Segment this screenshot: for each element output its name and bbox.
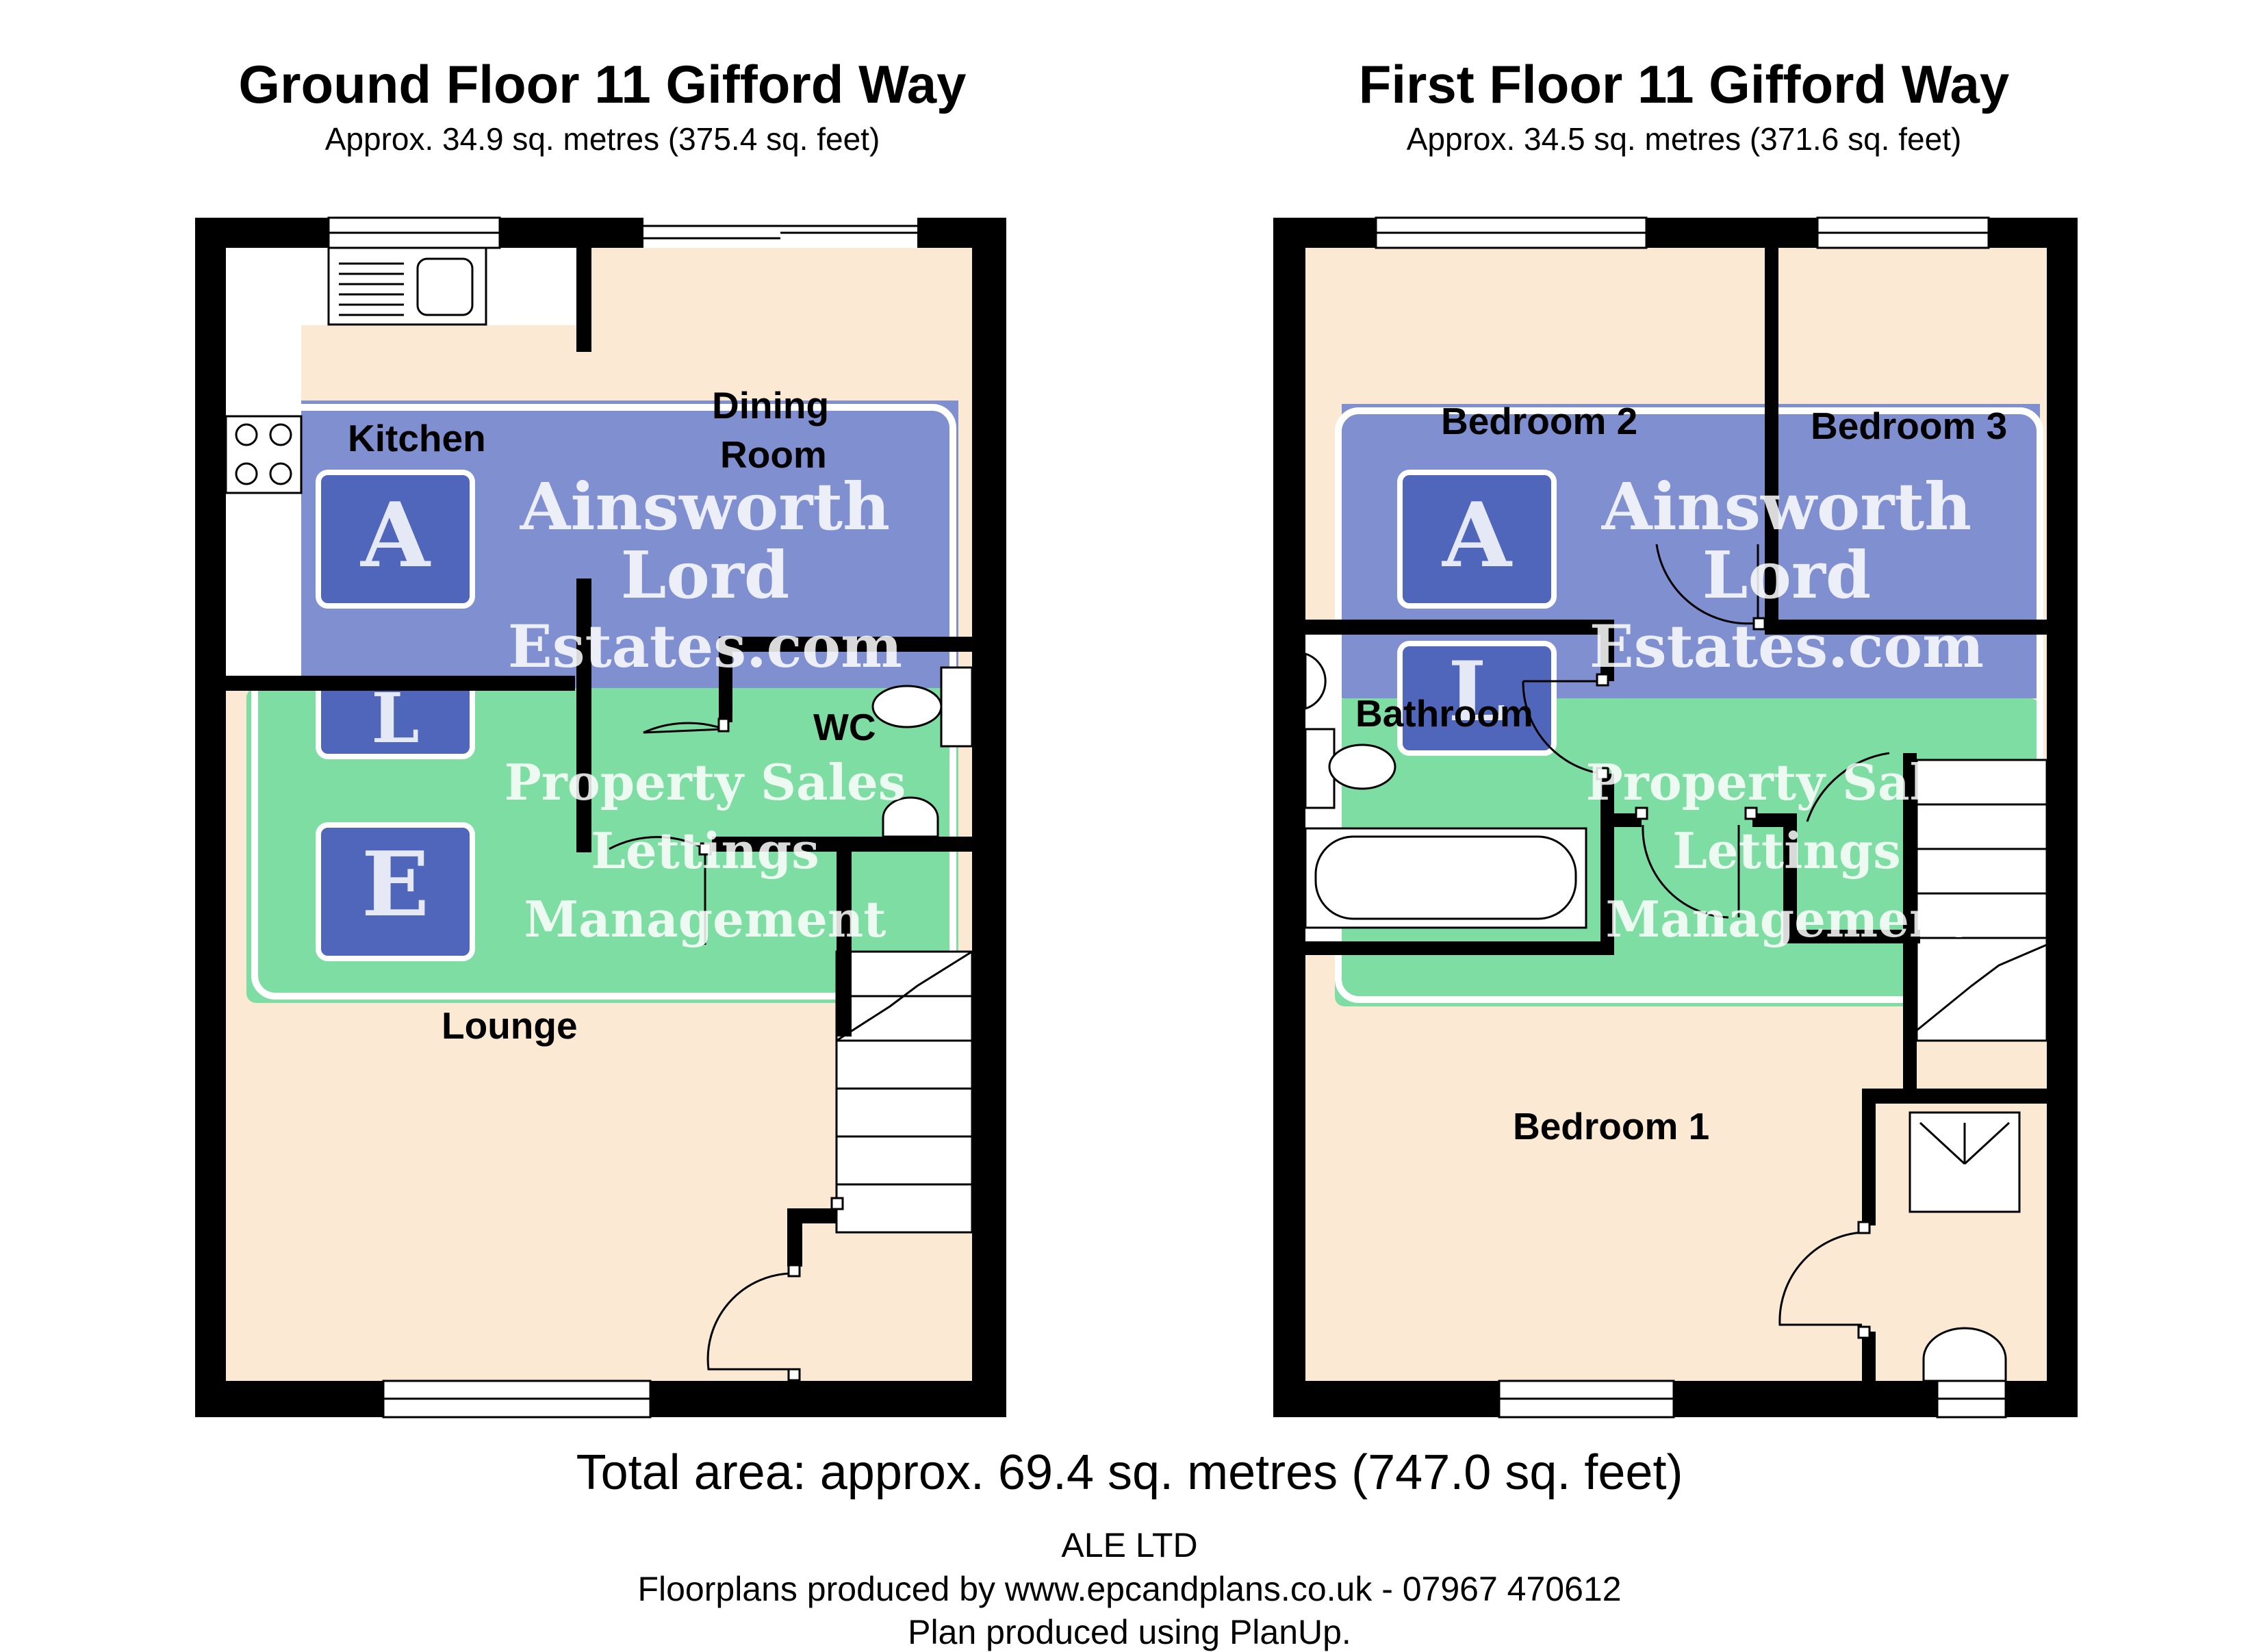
first-watermark-letter-a: A (1442, 483, 1511, 587)
ground-fixtures (225, 246, 973, 838)
first-badge-l (1397, 641, 1557, 756)
ground-outer-walls (195, 218, 1006, 1417)
room-label-dining-2: Room (720, 433, 827, 476)
first-watermark-name-3: Estates.com (1589, 613, 1984, 681)
first-floor-area: Approx. 34.5 sq. metres (371.6 sq. feet) (1406, 121, 1962, 157)
company-name: ALE LTD (1061, 1526, 1198, 1564)
ground-watermark-service-3: Management (524, 890, 886, 948)
kitchen-hob (225, 415, 303, 494)
first-floor-plan (1273, 216, 2078, 1419)
room-label-lounge: Lounge (442, 1004, 578, 1047)
wc-toilet (871, 685, 943, 728)
first-interior-walls (1305, 248, 2047, 1381)
first-badge-a (1397, 470, 1557, 609)
ground-watermark-name-1: Ainsworth (520, 469, 891, 545)
wc-cistern (940, 666, 973, 748)
ground-watermark-letter-e: E (361, 832, 430, 937)
ensuite-basin (1922, 1327, 2007, 1382)
software-credit: Plan produced using PlanUp. (908, 1613, 1351, 1651)
ground-watermark-name-2: Lord (620, 537, 790, 613)
ground-watermark-service-2: Lettings (591, 822, 819, 880)
ground-badge-a (316, 470, 475, 609)
first-watermark-frame (1335, 407, 2043, 1003)
ground-floor-area: Approx. 34.9 sq. metres (375.4 sq. feet) (324, 121, 880, 157)
bathtub-inner (1314, 835, 1577, 920)
first-floor-title: First Floor 11 Gifford Way (1358, 54, 2010, 114)
bathroom-toilet (1328, 744, 1396, 790)
first-windows (1375, 216, 2007, 1419)
first-watermark-service-3: Management (1605, 890, 1968, 948)
ground-interior-walls (226, 248, 972, 1267)
kitchen-sink-bowl (416, 257, 474, 316)
room-label-bedroom-3: Bedroom 3 (1811, 405, 2008, 447)
ground-floor-plan (195, 216, 1006, 1419)
ground-watermark-name-3: Estates.com (507, 613, 903, 681)
first-watermark-green (1335, 698, 2040, 1006)
ground-windows (327, 216, 917, 1419)
first-stairs (1915, 759, 2048, 1042)
kitchen-worktop (301, 325, 582, 401)
ground-stairs (835, 950, 973, 1234)
ground-floor-title: Ground Floor 11 Gifford Way (238, 54, 967, 114)
room-label-kitchen: Kitchen (348, 417, 486, 459)
first-watermark (1335, 404, 2043, 1006)
first-fixtures (1304, 652, 2021, 1382)
ground-watermark (246, 401, 958, 1003)
first-outer-walls (1273, 218, 2078, 1417)
first-watermark-name-2: Lord (1702, 537, 1872, 613)
wc-basin (882, 796, 939, 838)
ground-badge-e (316, 822, 475, 961)
room-label-dining-1: Dining (712, 384, 830, 427)
ground-watermark-service-1: Property Sales (504, 753, 906, 811)
room-label-bedroom-2: Bedroom 2 (1441, 400, 1638, 442)
room-label-bathroom: Bathroom (1355, 692, 1533, 735)
room-label-bedroom-1: Bedroom 1 (1513, 1105, 1710, 1147)
bathroom-basin (1304, 652, 1327, 711)
ground-watermark-letter-l: L (371, 678, 420, 759)
first-watermark-letter-l: L (1448, 644, 1506, 740)
ground-watermark-letter-a: A (361, 483, 430, 587)
first-watermark-name-1: Ainsworth (1601, 469, 1972, 545)
first-watermark-service-1: Property Sales (1585, 753, 1988, 811)
producer-credit: Floorplans produced by www.epcandplans.c… (637, 1570, 1622, 1608)
room-label-wc: WC (813, 706, 876, 748)
ground-doors (609, 717, 844, 1382)
first-watermark-service-2: Lettings (1672, 822, 1901, 880)
total-area: Total area: approx. 69.4 sq. metres (747… (576, 1445, 1683, 1500)
first-doors (1522, 544, 1890, 1339)
